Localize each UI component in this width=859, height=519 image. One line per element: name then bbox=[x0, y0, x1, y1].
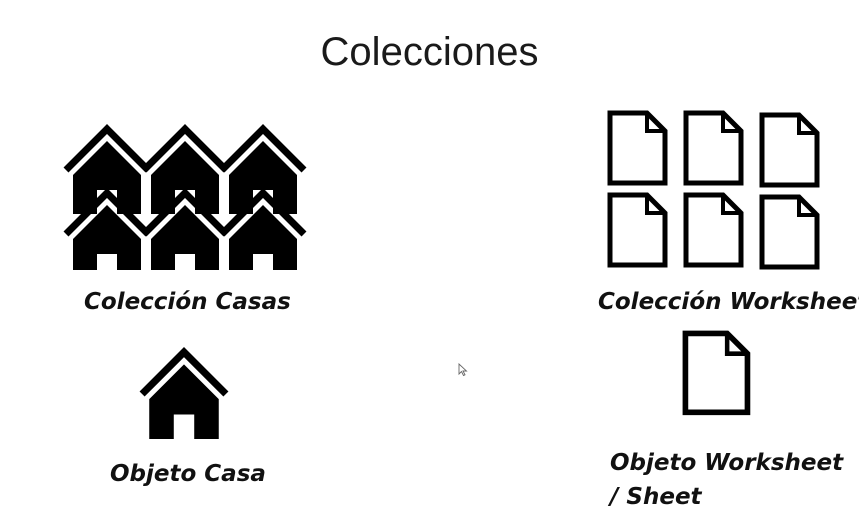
document-icon bbox=[686, 195, 741, 265]
worksheets-collection-label: Colección Worksheets bbox=[598, 289, 859, 315]
worksheet-object-label-line2: / Sheet bbox=[610, 484, 702, 510]
document-icon bbox=[682, 330, 752, 418]
house-icon bbox=[66, 129, 148, 214]
worksheet-object-label-line1: Objeto Worksheet bbox=[610, 450, 844, 476]
document-icon bbox=[762, 197, 817, 267]
worksheets-collection-icon bbox=[605, 108, 823, 272]
house-icon bbox=[144, 129, 226, 214]
house-object-label: Objeto Casa bbox=[110, 461, 266, 487]
houses-collection-label: Colección Casas bbox=[84, 289, 291, 315]
slide-title: Colecciones bbox=[320, 30, 539, 74]
document-icon bbox=[610, 195, 665, 265]
house-icon bbox=[222, 129, 304, 214]
house-icon bbox=[138, 347, 230, 439]
document-icon bbox=[762, 115, 817, 185]
document-icon bbox=[686, 113, 741, 183]
houses-collection-icon bbox=[62, 124, 307, 270]
mouse-pointer-icon bbox=[458, 363, 468, 377]
document-icon bbox=[610, 113, 665, 183]
